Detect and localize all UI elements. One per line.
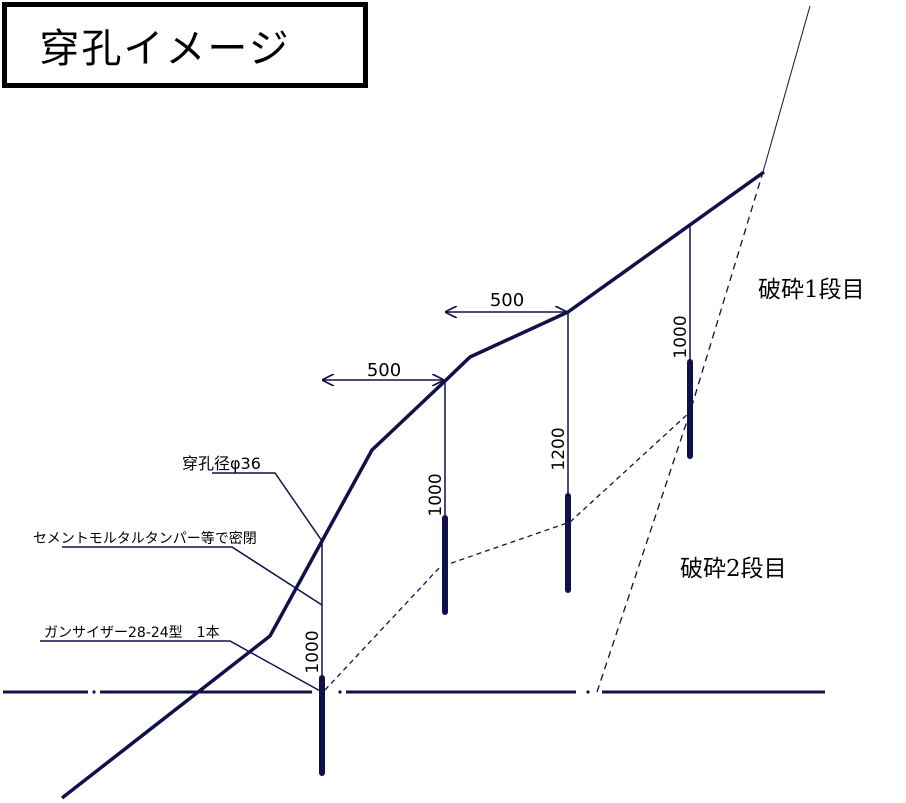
- spacing-label-upper: 500: [490, 290, 524, 311]
- base-line-gap-dots: [92, 690, 590, 694]
- leader-hole-diameter: [212, 472, 323, 542]
- depth-label-left: 1000: [303, 630, 323, 673]
- depth-label-right: 1000: [671, 315, 691, 358]
- leader-agent: [40, 640, 323, 693]
- leader-seal: [62, 546, 323, 606]
- fracture-boundary-stage2: [324, 411, 691, 691]
- zone-label-stage1: 破砕1段目: [758, 277, 865, 303]
- depth-label-center: 1200: [549, 427, 569, 470]
- annotation-agent: ガンサイザー28-24型 1本: [44, 625, 220, 641]
- outer-slope-line: [762, 5, 811, 173]
- slope-profile: [60, 170, 766, 800]
- depth-label-mid: 1000: [426, 473, 446, 516]
- zone-label-stage2: 破砕2段目: [680, 556, 787, 582]
- page-title: 穿孔イメージ: [39, 26, 291, 72]
- fracture-boundary-stage1: [596, 171, 764, 693]
- spacing-label-lower: 500: [367, 360, 401, 381]
- title-box: 穿孔イメージ: [2, 2, 368, 88]
- annotation-hole-diameter: 穿孔径φ36: [182, 454, 261, 473]
- annotation-seal: セメントモルタルタンパー等で密閉: [33, 530, 257, 547]
